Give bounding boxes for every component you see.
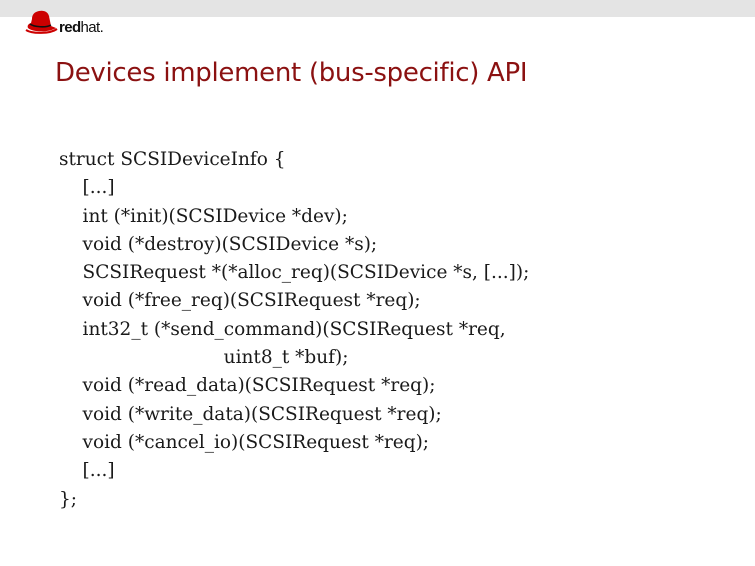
code-line: void (*write_data)(SCSIRequest *req); [59, 403, 442, 425]
logo-text-hat: hat. [80, 19, 104, 36]
code-line: uint8_t *buf); [59, 347, 349, 369]
top-bar [0, 0, 755, 17]
code-line: }; [59, 488, 78, 510]
code-line: SCSIRequest *(*alloc_req)(SCSIDevice *s,… [59, 262, 530, 284]
code-line: struct SCSIDeviceInfo { [59, 149, 286, 170]
red-hat-icon [25, 10, 58, 34]
code-line: void (*destroy)(SCSIDevice *s); [59, 233, 378, 255]
slide-title: Devices implement (bus-specific) API [55, 58, 528, 88]
code-line: void (*read_data)(SCSIRequest *req); [59, 375, 436, 397]
code-line: int32_t (*send_command)(SCSIRequest *req… [59, 318, 506, 340]
code-line: int (*init)(SCSIDevice *dev); [59, 205, 348, 227]
code-block: struct SCSIDeviceInfo { [...] int (*init… [59, 146, 529, 514]
red-hat-logotype: redhat. [59, 19, 104, 36]
code-line: [...] [59, 460, 115, 482]
red-hat-logo: redhat. [24, 8, 124, 38]
code-line: void (*free_req)(SCSIRequest *req); [59, 290, 421, 312]
code-line: [...] [59, 177, 115, 199]
code-line: void (*cancel_io)(SCSIRequest *req); [59, 431, 430, 453]
logo-text-red: red [59, 19, 81, 36]
